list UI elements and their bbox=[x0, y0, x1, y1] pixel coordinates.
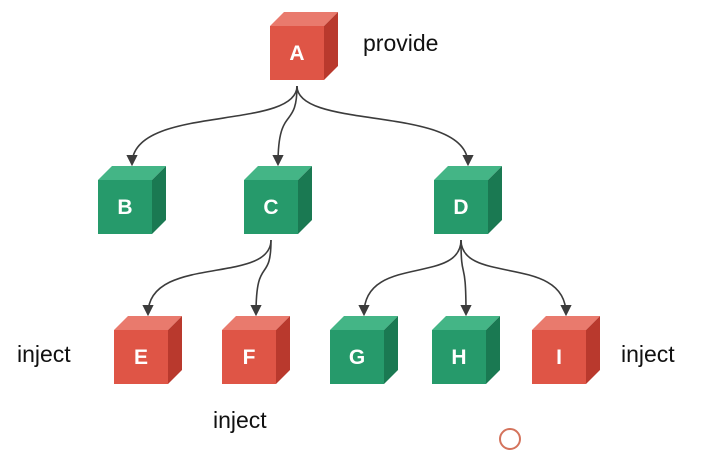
cube-top-face bbox=[244, 166, 312, 180]
cube-front-face bbox=[114, 330, 168, 384]
node-d: D bbox=[434, 166, 502, 234]
cube-front-face bbox=[270, 26, 324, 80]
edge-a-c bbox=[272, 85, 298, 167]
node-f: F bbox=[222, 316, 290, 384]
node-label-c: C bbox=[263, 196, 278, 219]
cube-top-face bbox=[532, 316, 600, 330]
node-label-i: I bbox=[556, 346, 562, 369]
edge-d-g bbox=[358, 239, 462, 317]
cube-front-face bbox=[244, 180, 298, 234]
cube-front-face bbox=[434, 180, 488, 234]
edges-layer bbox=[126, 85, 572, 317]
cube-side-face bbox=[298, 166, 312, 234]
cube-top-face bbox=[330, 316, 398, 330]
cube-front-face bbox=[432, 330, 486, 384]
cube-front-face bbox=[532, 330, 586, 384]
cube-side-face bbox=[586, 316, 600, 384]
provide-label: provide bbox=[363, 30, 439, 56]
cube-side-face bbox=[324, 12, 338, 80]
cube-top-face bbox=[432, 316, 500, 330]
cube-side-face bbox=[152, 166, 166, 234]
edge-d-i bbox=[460, 239, 572, 317]
edge-d-h bbox=[460, 239, 472, 317]
cube-top-face bbox=[114, 316, 182, 330]
cube-front-face bbox=[330, 330, 384, 384]
edge-a-b bbox=[126, 85, 298, 167]
cube-top-face bbox=[98, 166, 166, 180]
node-label-b: B bbox=[117, 196, 132, 219]
inject-label-e: inject bbox=[17, 341, 71, 367]
node-label-h: H bbox=[451, 346, 466, 369]
cube-side-face bbox=[488, 166, 502, 234]
inject-label-i: inject bbox=[621, 341, 675, 367]
cursor-ring-icon bbox=[499, 428, 521, 450]
node-e: E bbox=[114, 316, 182, 384]
node-label-d: D bbox=[453, 196, 468, 219]
nodes-layer: A B C D E F G H I bbox=[98, 12, 600, 384]
node-g: G bbox=[330, 316, 398, 384]
cube-top-face bbox=[222, 316, 290, 330]
cube-front-face bbox=[222, 330, 276, 384]
cube-front-face bbox=[98, 180, 152, 234]
node-c: C bbox=[244, 166, 312, 234]
node-i: I bbox=[532, 316, 600, 384]
cube-top-face bbox=[270, 12, 338, 26]
cube-side-face bbox=[168, 316, 182, 384]
inject-label-f: inject bbox=[213, 407, 267, 433]
cube-side-face bbox=[384, 316, 398, 384]
node-h: H bbox=[432, 316, 500, 384]
node-label-e: E bbox=[134, 346, 148, 369]
cube-side-face bbox=[486, 316, 500, 384]
edge-c-e bbox=[142, 239, 272, 317]
node-label-a: A bbox=[289, 42, 304, 65]
edge-c-f bbox=[250, 239, 272, 317]
node-a: A bbox=[270, 12, 338, 80]
node-b: B bbox=[98, 166, 166, 234]
node-label-g: G bbox=[349, 346, 365, 369]
edge-a-d bbox=[296, 85, 474, 167]
cube-side-face bbox=[276, 316, 290, 384]
node-label-f: F bbox=[243, 346, 256, 369]
cube-top-face bbox=[434, 166, 502, 180]
